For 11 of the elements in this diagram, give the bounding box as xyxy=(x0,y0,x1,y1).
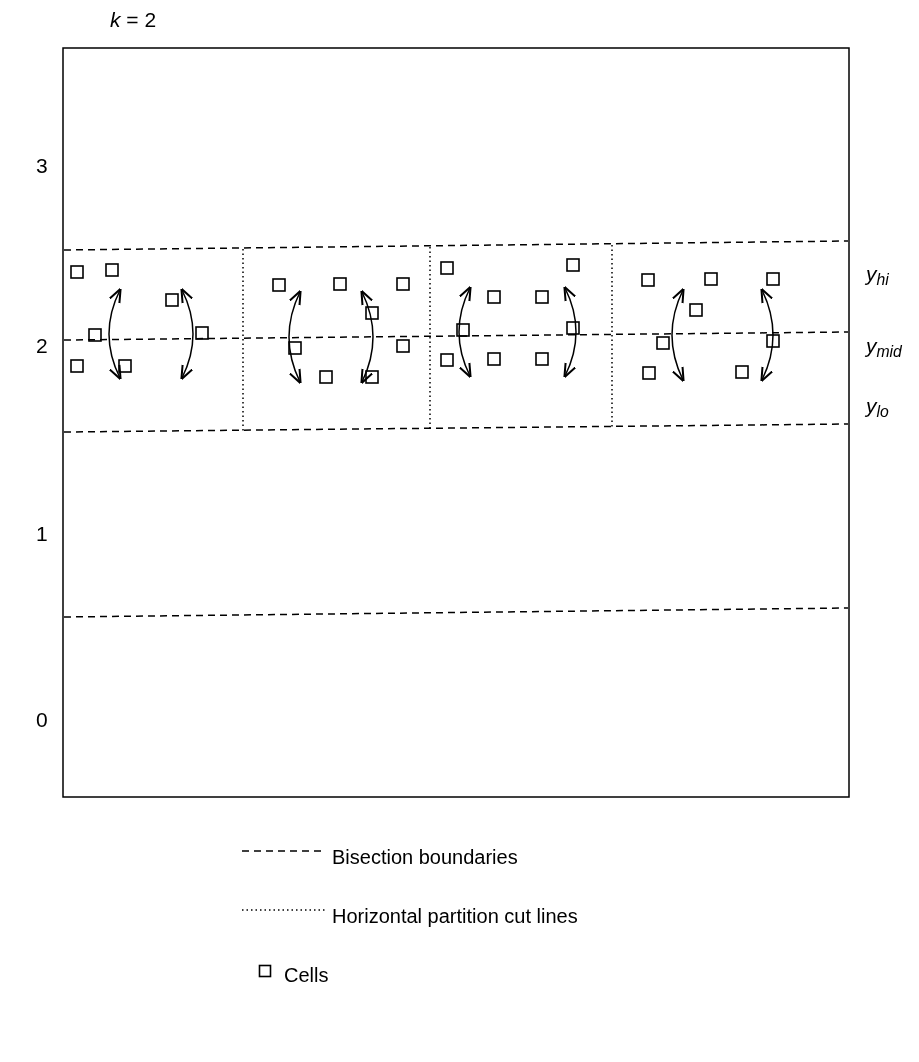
level-label: y$_{lo}$ xyxy=(866,393,889,422)
legend-label: Cells xyxy=(284,963,329,988)
diagram-title: k = 2 xyxy=(110,7,157,33)
legend-label: Horizontal partition cut lines xyxy=(332,904,578,929)
row-number: 1 xyxy=(36,521,48,547)
level-label: y$_{hi}$ xyxy=(866,261,889,290)
legend-label: Bisection boundaries xyxy=(332,845,518,870)
row-number: 0 xyxy=(36,707,48,733)
row-number: 2 xyxy=(36,333,48,359)
row-number: 3 xyxy=(36,153,48,179)
level-label: y$_{mid}$ xyxy=(866,333,902,362)
